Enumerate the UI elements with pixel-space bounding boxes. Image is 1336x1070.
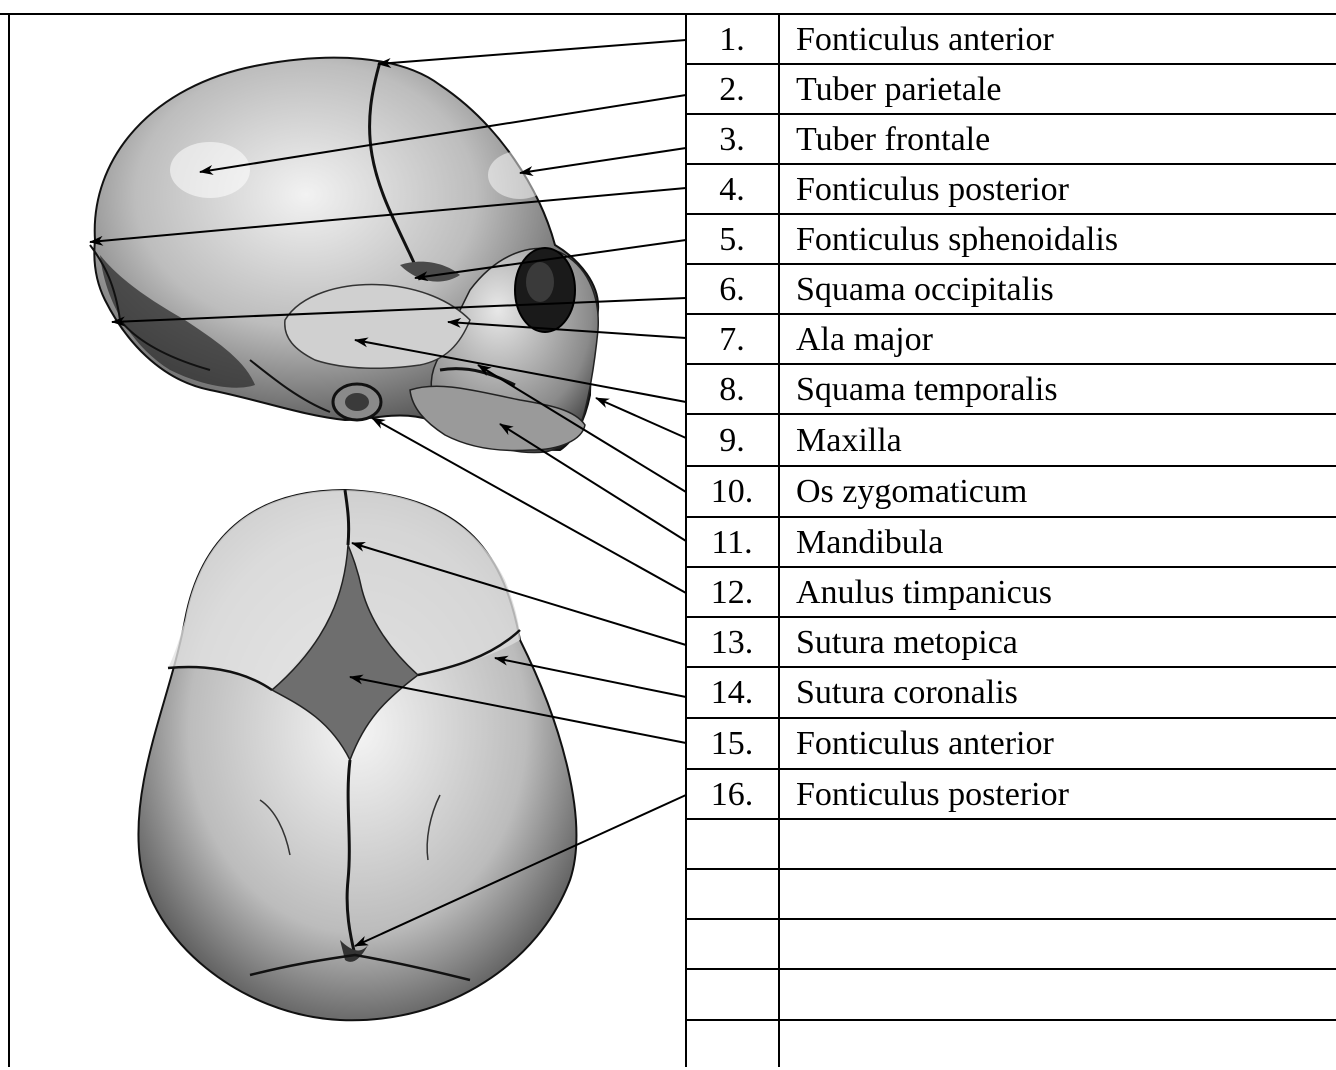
label-number: 6. — [686, 264, 778, 314]
label-term — [796, 819, 1336, 869]
label-term: Os zygomaticum — [796, 466, 1336, 516]
label-row: 15. Fonticulus anterior — [686, 718, 1336, 768]
label-number: 9. — [686, 415, 778, 465]
label-row: 7. Ala major — [686, 314, 1336, 364]
skull-lateral-view — [90, 58, 598, 453]
label-row: 2. Tuber parietale — [686, 64, 1336, 114]
label-number: 14. — [686, 667, 778, 717]
label-row-empty — [686, 869, 1336, 919]
label-number — [686, 969, 778, 1019]
label-number — [686, 919, 778, 969]
label-row: 16. Fonticulus posterior — [686, 769, 1336, 819]
label-term: Fonticulus posterior — [796, 769, 1336, 819]
label-row: 14. Sutura coronalis — [686, 667, 1336, 717]
label-row: 10. Os zygomaticum — [686, 466, 1336, 516]
label-term — [796, 1020, 1336, 1070]
label-term: Squama temporalis — [796, 364, 1336, 414]
skull-superior-view — [138, 490, 576, 1020]
label-term: Fonticulus sphenoidalis — [796, 214, 1336, 264]
label-number: 8. — [686, 364, 778, 414]
label-term: Fonticulus anterior — [796, 718, 1336, 768]
label-number: 10. — [686, 466, 778, 516]
label-term: Squama occipitalis — [796, 264, 1336, 314]
label-term: Maxilla — [796, 415, 1336, 465]
label-term: Fonticulus posterior — [796, 164, 1336, 214]
label-term: Fonticulus anterior — [796, 14, 1336, 64]
label-row: 5. Fonticulus sphenoidalis — [686, 214, 1336, 264]
label-number: 5. — [686, 214, 778, 264]
label-term — [796, 919, 1336, 969]
leader-line-11 — [500, 424, 686, 541]
label-row-empty — [686, 919, 1336, 969]
label-row-empty — [686, 1020, 1336, 1067]
label-term: Tuber frontale — [796, 114, 1336, 164]
label-row: 11. Mandibula — [686, 517, 1336, 567]
label-number: 7. — [686, 314, 778, 364]
label-number: 13. — [686, 617, 778, 667]
label-number — [686, 869, 778, 919]
label-term — [796, 969, 1336, 1019]
label-term — [796, 869, 1336, 919]
label-term: Sutura metopica — [796, 617, 1336, 667]
label-row: 8. Squama temporalis — [686, 364, 1336, 414]
label-row: 6. Squama occipitalis — [686, 264, 1336, 314]
label-row: 4. Fonticulus posterior — [686, 164, 1336, 214]
label-number: 3. — [686, 114, 778, 164]
label-row: 3. Tuber frontale — [686, 114, 1336, 164]
label-number — [686, 819, 778, 869]
label-term: Mandibula — [796, 517, 1336, 567]
label-number — [686, 1020, 778, 1070]
label-row-empty — [686, 969, 1336, 1019]
label-term: Anulus timpanicus — [796, 567, 1336, 617]
label-number: 1. — [686, 14, 778, 64]
label-term: Sutura coronalis — [796, 667, 1336, 717]
label-row-empty — [686, 819, 1336, 869]
label-term: Ala major — [796, 314, 1336, 364]
label-number: 12. — [686, 567, 778, 617]
label-term: Tuber parietale — [796, 64, 1336, 114]
label-number: 11. — [686, 517, 778, 567]
label-number: 16. — [686, 769, 778, 819]
label-row: 13. Sutura metopica — [686, 617, 1336, 667]
label-row: 12. Anulus timpanicus — [686, 567, 1336, 617]
leader-line-1 — [378, 40, 686, 64]
label-number: 15. — [686, 718, 778, 768]
label-row: 9. Maxilla — [686, 415, 1336, 465]
label-number: 4. — [686, 164, 778, 214]
label-number: 2. — [686, 64, 778, 114]
label-row: 1. Fonticulus anterior — [686, 14, 1336, 64]
leader-line-9 — [596, 398, 686, 438]
